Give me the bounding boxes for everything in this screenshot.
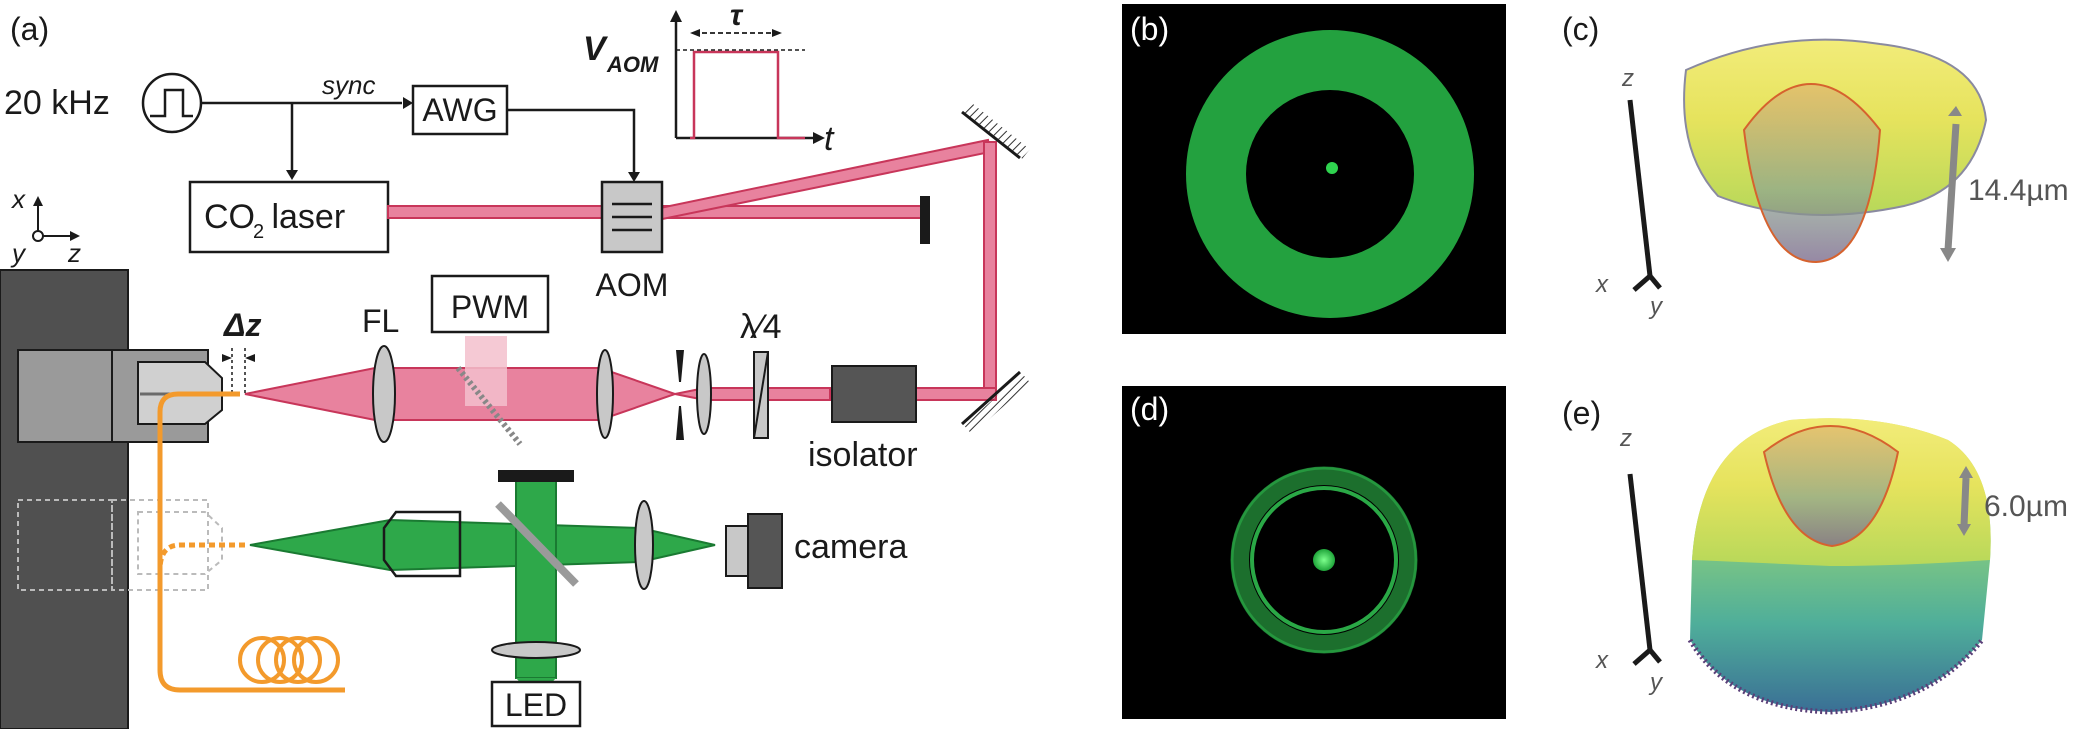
- svg-text:6.0µm: 6.0µm: [1984, 490, 2068, 523]
- isolator-box: [831, 365, 917, 423]
- svg-text:14.4µm: 14.4µm: [1968, 174, 2069, 207]
- center-spot-d: [1313, 549, 1335, 571]
- tube-lens: [634, 500, 654, 590]
- svg-text:AOM: AOM: [606, 52, 659, 77]
- axes-c: z x y: [1595, 65, 1664, 320]
- v-aom-label: V AOM: [583, 30, 659, 77]
- rep-rate-label: 20 kHz: [4, 84, 110, 122]
- svg-text:y: y: [1648, 669, 1664, 696]
- mirror-top: [961, 101, 1030, 160]
- collimating-lens: [696, 353, 712, 435]
- svg-text:2: 2: [253, 221, 264, 243]
- optical-fiber: [157, 391, 345, 693]
- pinhole-aperture: [676, 350, 684, 440]
- micrograph-d: [1122, 386, 1506, 719]
- awg-label: AWG: [422, 92, 497, 128]
- led-label: LED: [505, 687, 567, 723]
- depth-indicator-e: 6.0µm: [1957, 466, 2068, 536]
- svg-text:V: V: [583, 30, 609, 68]
- surface-profile-c: [1683, 38, 1988, 264]
- condenser-lens: [491, 641, 581, 659]
- beam-splitter: [495, 501, 579, 587]
- camera-body: [747, 513, 783, 589]
- camera-label: camera: [794, 528, 907, 566]
- tau-label: τ: [730, 0, 744, 32]
- pwm-box: [430, 274, 550, 334]
- coordinate-axes: x y z: [10, 184, 81, 268]
- beam-block: [498, 470, 574, 482]
- pwm-label: PWM: [451, 289, 529, 325]
- svg-text:y: y: [10, 238, 27, 268]
- camera-lens-mount: [725, 525, 749, 577]
- svg-text:z: z: [1619, 425, 1632, 452]
- co2-laser-box: [188, 180, 390, 254]
- depth-indicator-c: 14.4µm: [1940, 106, 2069, 262]
- co2-laser-label: CO 2 laser: [204, 198, 345, 243]
- svg-text:x: x: [10, 184, 26, 214]
- svg-text:z: z: [1621, 65, 1634, 92]
- svg-text:x: x: [1595, 647, 1609, 674]
- panel-label-a: (a): [10, 11, 49, 47]
- pickoff-mirror: [455, 366, 523, 446]
- sync-label: sync: [322, 70, 375, 100]
- led-box: [490, 680, 582, 728]
- axes-e: z x y: [1595, 425, 1664, 696]
- svg-text:z: z: [67, 238, 81, 268]
- focusing-lens: [372, 345, 396, 443]
- panel-label-e: (e): [1562, 395, 1601, 431]
- panel-label-d: (d): [1130, 391, 1169, 427]
- microscope-objective: [382, 510, 462, 578]
- panel-label-b: (b): [1130, 11, 1169, 47]
- delta-z-label: Δz: [223, 307, 261, 343]
- isolator-label: isolator: [808, 436, 918, 474]
- center-spot-b: [1326, 162, 1338, 174]
- time-axis-label: t: [824, 120, 835, 158]
- panel-label-c: (c): [1562, 11, 1599, 47]
- aom-label: AOM: [596, 267, 669, 303]
- svg-text:x: x: [1595, 271, 1609, 298]
- beam-dump: [920, 196, 930, 244]
- pulse-waveform-plot: τ t: [670, 0, 835, 158]
- mirror-bottom: [960, 370, 1031, 435]
- surface-profile-e: [1687, 418, 1991, 715]
- fl-label: FL: [362, 303, 399, 339]
- svg-text:y: y: [1648, 293, 1664, 320]
- quarter-wave-label: λ⁄4: [740, 308, 782, 346]
- ring-outer-d: [1231, 467, 1417, 653]
- relay-lens: [596, 349, 614, 439]
- svg-text:laser: laser: [262, 198, 345, 236]
- pulse-generator-icon: [141, 72, 203, 134]
- svg-text:CO: CO: [204, 198, 255, 236]
